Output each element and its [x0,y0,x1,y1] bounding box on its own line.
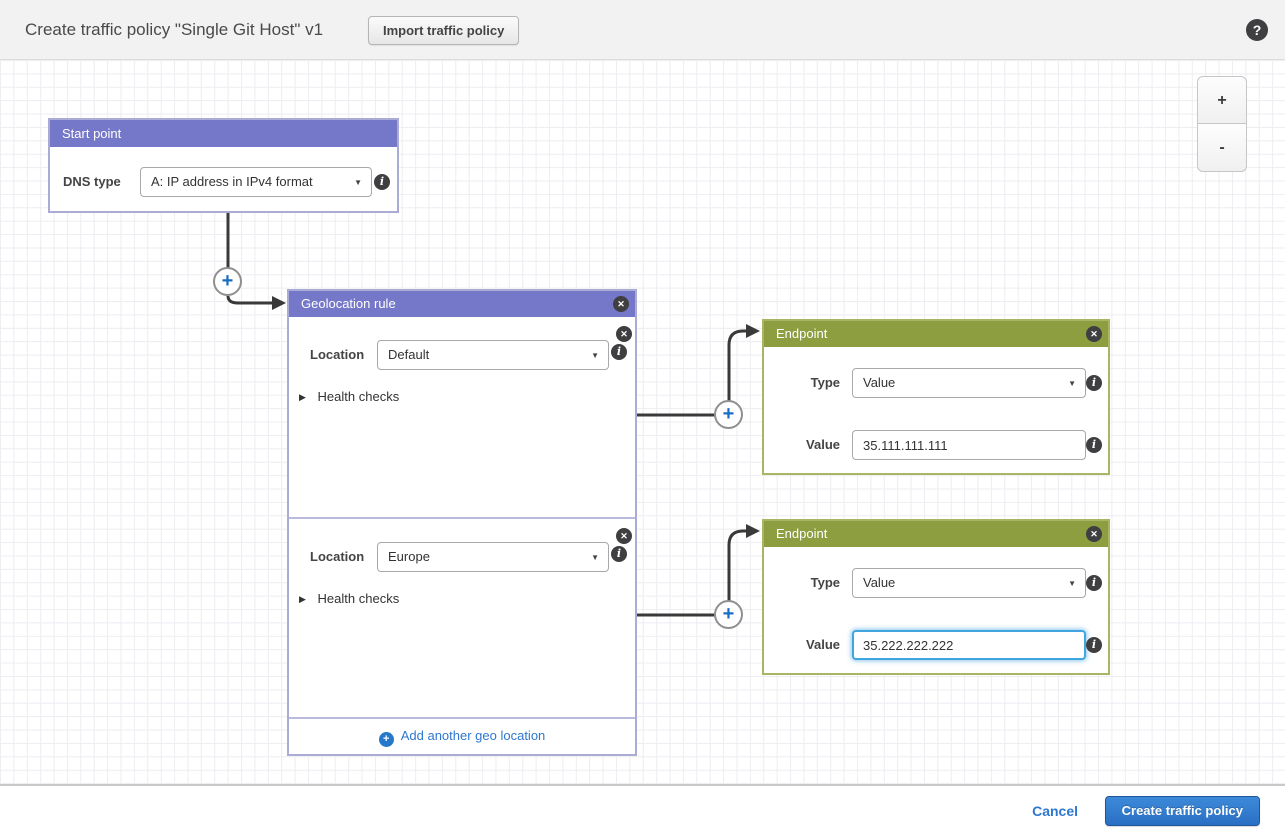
create-traffic-policy-button[interactable]: Create traffic policy [1104,796,1260,826]
endpoint2-close-icon[interactable]: ✕ [1086,526,1102,542]
geo-location-section-europe: ✕ Location Europe ▼ i ▶ Health checks [289,517,635,717]
location-default-selected-value: Default [388,347,430,362]
location-label: Location [310,549,365,564]
add-rule-connector-button[interactable]: + [213,267,242,296]
endpoint1-type-select[interactable]: Value ▼ [852,368,1086,398]
geolocation-rule-title: Geolocation rule [301,296,396,311]
expander-triangle-icon: ▶ [299,594,306,604]
endpoint2-value-label: Value [806,637,840,652]
zoom-controls: + - [1197,76,1247,172]
dns-type-label: DNS type [63,174,121,189]
geolocation-rule-close-icon[interactable]: ✕ [613,296,629,312]
endpoint2-type-label: Type [810,575,840,590]
zoom-out-button[interactable]: - [1197,124,1247,172]
app-header: Create traffic policy "Single Git Host" … [0,0,1285,60]
endpoint1-type-selected-value: Value [863,375,896,390]
chevron-down-icon: ▼ [354,178,362,187]
arrowhead-endpoint2 [746,524,760,538]
page-title: Create traffic policy "Single Git Host" … [25,20,324,39]
chevron-down-icon: ▼ [591,351,599,360]
geolocation-rule-header[interactable]: Geolocation rule ✕ [289,291,635,317]
endpoint1-value-input[interactable] [852,430,1086,460]
connector-rule-to-endpoint2-elbow [727,529,746,601]
endpoint2-type-info-icon[interactable]: i [1086,575,1102,591]
add-endpoint1-connector-button[interactable]: + [714,400,743,429]
expander-triangle-icon: ▶ [299,392,306,402]
plus-circle-icon: + [378,732,394,747]
endpoint2-body: Type Value ▼ i Value i [764,547,1108,673]
location-europe-close-icon[interactable]: ✕ [616,528,632,544]
endpoint1-close-icon[interactable]: ✕ [1086,326,1102,342]
arrowhead-endpoint1 [746,324,760,338]
cancel-link[interactable]: Cancel [1032,803,1078,819]
location-default-close-icon[interactable]: ✕ [616,326,632,342]
dns-type-select[interactable]: A: IP address in IPv4 format ▼ [140,167,372,197]
dns-type-info-icon[interactable]: i [374,174,390,190]
endpoint1-value-info-icon[interactable]: i [1086,437,1102,453]
chevron-down-icon: ▼ [1068,579,1076,588]
endpoint1-body: Type Value ▼ i Value i [764,347,1108,473]
endpoint2-type-selected-value: Value [863,575,896,590]
geo-location-section-default: ✕ Location Default ▼ i ▶ Health checks [289,317,635,517]
endpoint2-type-select[interactable]: Value ▼ [852,568,1086,598]
endpoint2-title: Endpoint [776,526,828,541]
location-europe-info-icon[interactable]: i [611,546,627,562]
location-default-select[interactable]: Default ▼ [377,340,609,370]
app-footer: Cancel Create traffic policy [0,786,1285,838]
add-geo-location-link[interactable]: + Add another geo location [378,728,546,747]
health-checks-label: Health checks [317,591,400,606]
geo-footer: + Add another geo location [289,717,635,754]
health-checks-expander-europe[interactable]: ▶ Health checks [299,591,399,606]
health-checks-expander-default[interactable]: ▶ Health checks [299,389,399,404]
endpoint2-header[interactable]: Endpoint ✕ [764,521,1108,547]
start-point-box: Start point DNS type A: IP address in IP… [48,118,399,213]
help-icon[interactable]: ? [1246,19,1268,41]
endpoint1-title: Endpoint [776,326,828,341]
arrowhead-rule [272,296,286,310]
location-europe-select[interactable]: Europe ▼ [377,542,609,572]
start-point-body: DNS type A: IP address in IPv4 format ▼ … [50,147,397,211]
geolocation-rule-box: Geolocation rule ✕ ✕ Location Default ▼ … [287,289,637,756]
endpoint-box-1: Endpoint ✕ Type Value ▼ i Value i [762,319,1110,475]
chevron-down-icon: ▼ [1068,379,1076,388]
add-endpoint2-connector-button[interactable]: + [714,600,743,629]
endpoint1-type-info-icon[interactable]: i [1086,375,1102,391]
connector-start-to-rule-elbow [226,295,272,305]
location-europe-selected-value: Europe [388,549,430,564]
health-checks-label: Health checks [317,389,400,404]
zoom-in-button[interactable]: + [1197,76,1247,124]
connector-rule-to-endpoint1-elbow [727,329,746,401]
chevron-down-icon: ▼ [591,553,599,562]
endpoint1-value-label: Value [806,437,840,452]
start-point-header[interactable]: Start point [50,120,397,147]
add-geo-location-label: Add another geo location [400,728,546,743]
dns-type-selected-value: A: IP address in IPv4 format [151,174,313,189]
import-traffic-policy-button[interactable]: Import traffic policy [368,16,520,45]
endpoint-box-2: Endpoint ✕ Type Value ▼ i Value i [762,519,1110,675]
endpoint2-value-input[interactable] [852,630,1086,660]
location-default-info-icon[interactable]: i [611,344,627,360]
start-point-title: Start point [62,126,122,141]
location-label: Location [310,347,365,362]
endpoint2-value-info-icon[interactable]: i [1086,637,1102,653]
policy-canvas: + - + + + Start point DNS type A: IP add… [0,60,1285,786]
endpoint1-header[interactable]: Endpoint ✕ [764,321,1108,347]
endpoint1-type-label: Type [810,375,840,390]
